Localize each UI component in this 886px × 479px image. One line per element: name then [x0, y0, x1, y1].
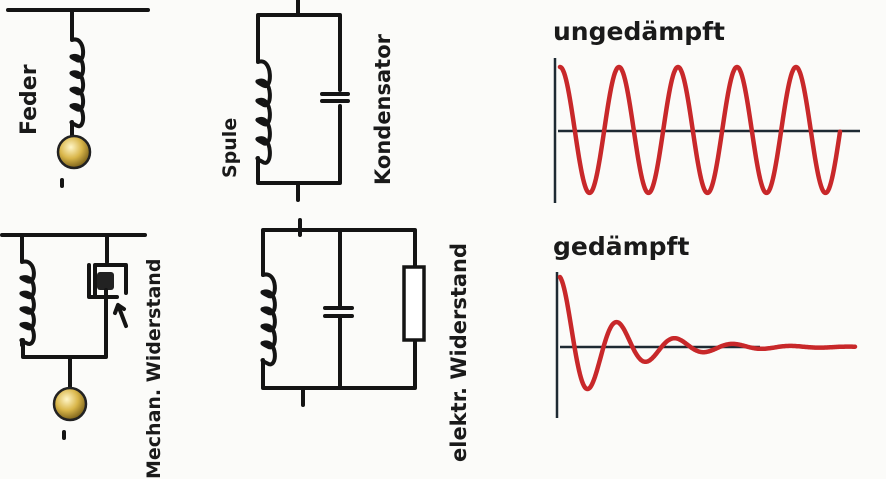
capacitor-icon — [323, 306, 354, 318]
mass-ball-icon — [52, 386, 88, 422]
lc-circuit: Spule Kondensator — [219, 0, 395, 202]
coil-label: Spule — [219, 118, 241, 178]
spring-icon — [19, 233, 36, 347]
mass-ball-icon — [56, 134, 92, 170]
damper-label: Mechan. Widerstand — [143, 259, 165, 479]
coil-icon — [255, 58, 272, 165]
undamped-graph: ungedämpft — [553, 17, 860, 203]
damped-title: gedämpft — [553, 232, 689, 261]
spring-icon — [69, 8, 86, 138]
rlc-circuit: elektr. Widerstand — [260, 218, 471, 462]
arrow-icon — [113, 303, 128, 328]
coil-icon — [260, 272, 277, 367]
resistor-label: elektr. Widerstand — [447, 243, 471, 462]
undamped-wave — [557, 64, 843, 196]
damper-icon — [21, 233, 128, 359]
capacitor-icon — [320, 92, 350, 103]
damped-spring-mass-system: Mechan. Widerstand — [0, 233, 165, 479]
resistor-icon — [402, 265, 426, 342]
spring-label: Feder — [17, 64, 42, 135]
capacitor-label: Kondensator — [371, 33, 395, 185]
undamped-title: ungedämpft — [553, 17, 725, 46]
damped-graph: gedämpft — [553, 232, 858, 418]
damped-wave — [557, 274, 858, 392]
spring-mass-system: Feder — [6, 8, 150, 188]
